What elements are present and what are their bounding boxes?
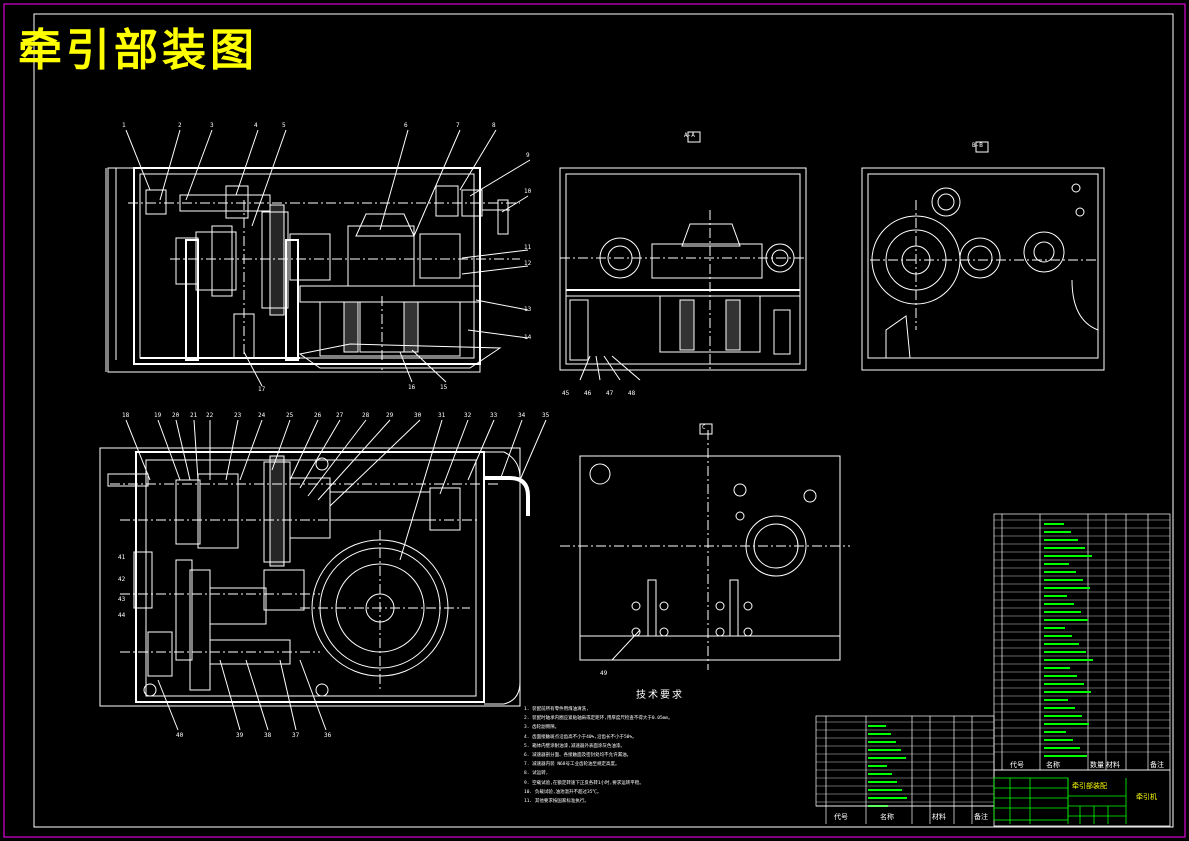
- part-number-label: 20: [172, 412, 180, 419]
- drawing-name: 牵引部装配: [1072, 782, 1107, 790]
- part-number-label: 18: [122, 412, 130, 419]
- tech-note: 2. 装配时轴承内圈应紧贴轴肩或定距环,用厚度尺检查不得大于0.05mm。: [524, 716, 673, 722]
- part-number-label: 48: [628, 390, 636, 397]
- part-number-label: 49: [600, 670, 608, 677]
- view-label-c: C: [702, 424, 706, 431]
- part-number-label: 13: [524, 306, 532, 313]
- part-number-label: 34: [518, 412, 526, 419]
- part-number-label: 8: [492, 122, 496, 129]
- col-material: 材料: [1106, 761, 1120, 769]
- part-number-label: 11: [524, 244, 532, 251]
- sheet-outer-frame: [3, 3, 1186, 838]
- view-label-b: B-B: [972, 142, 983, 149]
- part-number-label: 16: [408, 384, 416, 391]
- part-number-label: 38: [264, 732, 272, 739]
- parts-list-table: [993, 513, 1171, 771]
- part-number-label: 39: [236, 732, 244, 739]
- unit-name: 牵引机: [1136, 793, 1157, 801]
- part-number-label: 44: [118, 612, 126, 619]
- part-number-label: 6: [404, 122, 408, 129]
- view-label-a: A-A: [684, 132, 695, 139]
- col-note: 备注: [1150, 761, 1164, 769]
- tech-note: 11. 其他要求按国家标准执行。: [524, 799, 589, 805]
- sheet-inner-frame: [33, 13, 1174, 828]
- part-number-label: 41: [118, 554, 126, 561]
- part-number-label: 5: [282, 122, 286, 129]
- part-number-label: 30: [414, 412, 422, 419]
- side-view-a: [559, 131, 807, 381]
- part-number-label: 27: [336, 412, 344, 419]
- part-number-label: 29: [386, 412, 394, 419]
- part-number-label: 47: [606, 390, 614, 397]
- part-number-label: 19: [154, 412, 162, 419]
- part-number-label: 33: [490, 412, 498, 419]
- part-number-label: 10: [524, 188, 532, 195]
- part-number-label: 26: [314, 412, 322, 419]
- part-number-label: 25: [286, 412, 294, 419]
- plate-view: [560, 423, 850, 670]
- tech-note: 10. 负载试验,油池温升不超过35℃。: [524, 789, 602, 795]
- part-number-label: 46: [584, 390, 592, 397]
- col-name-left: 名称: [880, 813, 894, 821]
- part-number-label: 4: [254, 122, 258, 129]
- tech-note: 1. 装配前所有零件用煤油清洗,: [524, 707, 589, 712]
- part-number-label: 9: [526, 152, 530, 159]
- part-number-label: 42: [118, 576, 126, 583]
- part-number-label: 17: [258, 386, 266, 393]
- parts-list-rows-left: [816, 721, 994, 807]
- part-number-label: 23: [234, 412, 242, 419]
- title-block: [816, 769, 1171, 827]
- part-number-label: 1: [122, 122, 126, 129]
- col-material-left: 材料: [932, 813, 946, 821]
- part-number-label: 32: [464, 412, 472, 419]
- tech-note: 4. 齿面接触斑点沿齿高不小于40%,沿齿长不小于50%。: [524, 734, 637, 740]
- tech-requirements-notes: 1. 装配前所有零件用煤油清洗, 2. 装配时轴承内圈应紧贴轴肩或定距环,用厚度…: [524, 705, 814, 806]
- col-note-left: 备注: [974, 813, 988, 821]
- col-code-left: 代号: [834, 813, 848, 821]
- tech-note: 7. 减速器内装 N68号工业齿轮油至规定高度。: [524, 762, 620, 768]
- part-number-label: 35: [542, 412, 550, 419]
- tech-note: 9. 空载试验,在额定转速下正反各转1小时,要求运转平稳。: [524, 780, 644, 786]
- parts-list-rows: [994, 519, 1170, 757]
- part-number-label: 31: [438, 412, 446, 419]
- front-view: [105, 129, 531, 387]
- part-number-label: 14: [524, 334, 532, 341]
- tech-note: 5. 箱体内壁涂耐油漆,减速器外表面涂灰色油漆。: [524, 743, 625, 749]
- tech-note: 8. 试运转,: [524, 771, 549, 777]
- part-number-label: 40: [176, 732, 184, 739]
- part-number-label: 22: [206, 412, 214, 419]
- part-number-label: 45: [562, 390, 570, 397]
- part-number-label: 28: [362, 412, 370, 419]
- part-number-label: 3: [210, 122, 214, 129]
- side-view-b: [861, 141, 1105, 371]
- col-code: 代号: [1010, 761, 1024, 769]
- part-number-label: 2: [178, 122, 182, 129]
- part-number-label: 37: [292, 732, 300, 739]
- tech-note: 6. 减速器剖分面、各接触面及密封处均不允许漏油。: [524, 753, 632, 759]
- part-number-label: 24: [258, 412, 266, 419]
- tech-note: 3. 齿轮副侧隙。: [524, 725, 560, 731]
- part-number-label: 21: [190, 412, 198, 419]
- part-number-label: 12: [524, 260, 532, 267]
- col-name: 名称: [1046, 761, 1060, 769]
- part-number-label: 43: [118, 596, 126, 603]
- col-qty: 数量: [1090, 761, 1104, 769]
- drawing-title: 牵引部装图: [18, 25, 258, 76]
- part-number-label: 15: [440, 384, 448, 391]
- plan-view: [99, 419, 547, 731]
- tech-requirements-title: 技术要求: [636, 690, 684, 701]
- part-number-label: 7: [456, 122, 460, 129]
- part-number-label: 36: [324, 732, 332, 739]
